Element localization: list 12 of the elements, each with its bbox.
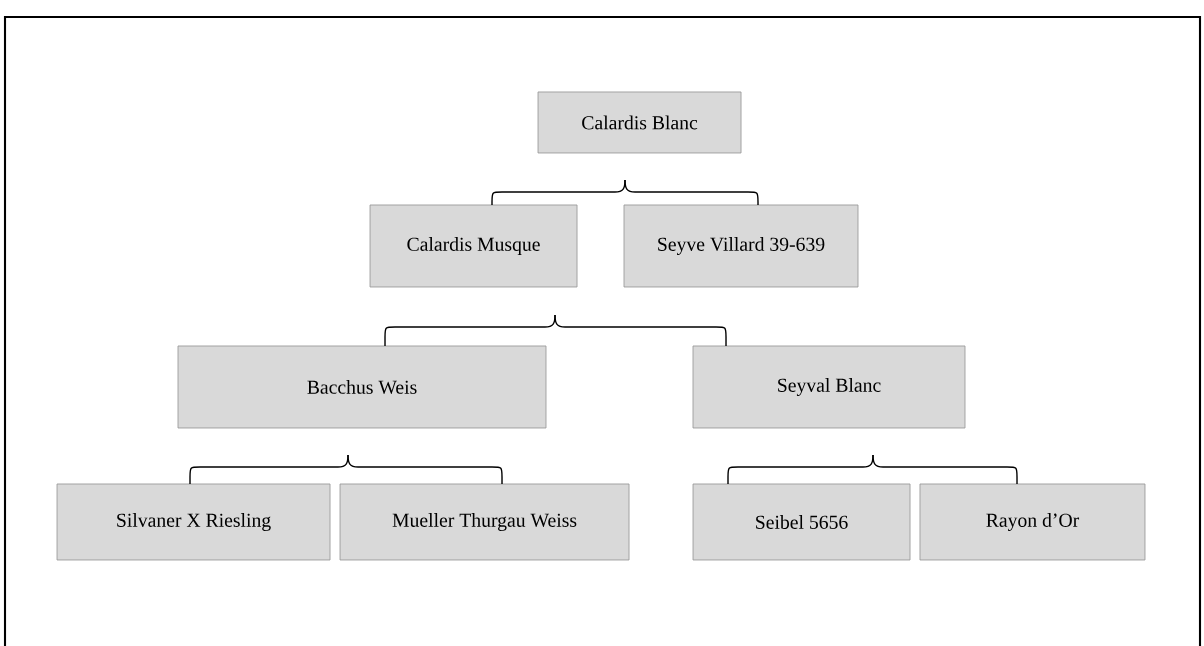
variety-box: Seibel 5656 [692, 483, 911, 561]
variety-box: Calardis Musque [369, 204, 578, 288]
variety-box: Seyve Villard 39-639 [623, 204, 859, 288]
brace-connector [554, 314, 727, 347]
variety-box: Rayon d’Or [919, 483, 1146, 561]
variety-box: Mueller Thurgau Weiss [339, 483, 630, 561]
brace-connector [347, 454, 503, 485]
variety-box: Seyval Blanc [692, 345, 966, 429]
brace-connector [872, 454, 1018, 485]
variety-box: Calardis Blanc [537, 91, 742, 154]
variety-box: Silvaner X Riesling [56, 483, 331, 561]
variety-box: Bacchus Weis [177, 345, 547, 429]
